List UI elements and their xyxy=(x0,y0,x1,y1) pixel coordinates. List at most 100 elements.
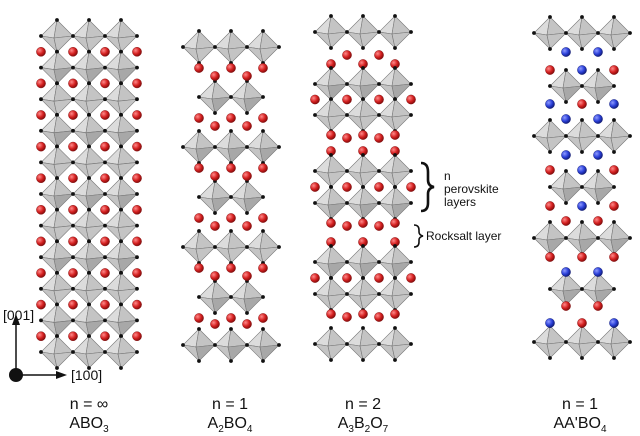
a-cation xyxy=(390,130,400,140)
oxygen-atom xyxy=(119,81,123,86)
oxygen-atom xyxy=(361,244,365,248)
a-cation xyxy=(100,110,110,120)
bo6-octahedron xyxy=(198,280,232,314)
oxygen-atom xyxy=(103,350,107,354)
oxygen-atom xyxy=(229,129,233,133)
a-cation xyxy=(358,218,368,228)
bo6-octahedron xyxy=(533,325,567,359)
oxygen-atom xyxy=(329,276,333,280)
oxygen-atom xyxy=(612,47,616,51)
bo6-octahedron xyxy=(314,327,348,361)
oxygen-atom xyxy=(548,47,552,51)
oxygen-atom xyxy=(213,145,217,149)
oxygen-atom xyxy=(564,201,568,205)
oxygen-atom xyxy=(409,342,413,346)
oxygen-atom xyxy=(71,286,75,291)
oxygen-atom xyxy=(39,128,43,133)
bo6-octahedron xyxy=(104,19,138,53)
bo6-octahedron xyxy=(72,145,106,180)
bo6-octahedron xyxy=(182,328,216,362)
oxygen-atom xyxy=(564,68,568,72)
oxygen-atom xyxy=(55,176,59,180)
bo6-octahedron xyxy=(314,98,348,132)
oxygen-atom xyxy=(55,144,59,149)
a-cation xyxy=(100,268,110,278)
oxygen-atom xyxy=(564,134,568,138)
oxygen-atom xyxy=(548,150,552,154)
a-cation xyxy=(342,94,352,105)
perovskite-label-line2: perovskite xyxy=(444,182,499,196)
a-cation xyxy=(374,182,384,192)
n-label-aabo4: n = 1 xyxy=(562,396,598,413)
oxygen-atom xyxy=(119,302,123,307)
a-cation xyxy=(194,213,204,223)
bo6-octahedron xyxy=(549,170,583,204)
oxygen-atom xyxy=(409,260,413,264)
bo6-octahedron xyxy=(104,271,138,306)
oxygen-atom xyxy=(313,292,317,296)
oxygen-atom xyxy=(361,185,365,189)
a-prime-cation xyxy=(545,318,555,328)
oxygen-atom xyxy=(39,34,43,38)
oxygen-atom xyxy=(393,244,397,248)
oxygen-atom xyxy=(197,95,201,99)
bo6-octahedron xyxy=(230,180,264,214)
oxygen-atom xyxy=(87,18,91,22)
oxygen-atom xyxy=(409,113,413,117)
bo6-octahedron xyxy=(378,186,412,220)
a-cation xyxy=(577,318,587,328)
oxygen-atom xyxy=(596,236,600,240)
a-cation xyxy=(68,204,78,215)
a-prime-cation xyxy=(609,99,619,109)
a-cation xyxy=(36,268,46,278)
oxygen-atom xyxy=(135,350,139,354)
a-prime-cation xyxy=(561,150,571,160)
a-cation xyxy=(132,204,142,215)
a-cation xyxy=(226,213,236,223)
a-prime-cation xyxy=(593,114,603,124)
axes-origin-dot xyxy=(9,368,23,382)
oxygen-atom xyxy=(612,15,616,19)
a-prime-cation xyxy=(593,47,603,57)
a-cation xyxy=(609,201,619,211)
oxygen-atom xyxy=(345,113,349,117)
bo6-octahedron xyxy=(198,80,232,114)
oxygen-atom xyxy=(548,15,552,19)
bo6-octahedron xyxy=(40,19,74,53)
oxygen-atom xyxy=(71,350,75,354)
oxygen-atom xyxy=(229,29,233,33)
oxygen-atom xyxy=(55,302,59,307)
oxygen-atom xyxy=(313,113,317,117)
bo6-octahedron xyxy=(314,277,348,311)
bo6-octahedron xyxy=(378,154,412,188)
oxygen-atom xyxy=(628,236,632,240)
oxygen-atom xyxy=(103,128,107,133)
a-cation xyxy=(390,218,400,228)
oxygen-atom xyxy=(345,169,349,173)
a-cation xyxy=(374,273,384,283)
oxygen-atom xyxy=(409,292,413,296)
bo6-octahedron xyxy=(346,277,380,311)
oxygen-atom xyxy=(55,81,59,86)
a-cation xyxy=(210,319,220,329)
axis-label-001: [001] xyxy=(3,307,34,323)
bo6-octahedron xyxy=(104,303,138,338)
bo6-octahedron xyxy=(40,271,74,306)
a-cation xyxy=(406,182,416,192)
a-cation xyxy=(36,236,46,247)
a-cation xyxy=(326,218,336,228)
oxygen-atom xyxy=(55,239,59,244)
oxygen-atom xyxy=(532,31,536,35)
oxygen-atom xyxy=(361,66,365,70)
oxygen-atom xyxy=(393,276,397,280)
a-cation xyxy=(210,121,220,131)
oxygen-atom xyxy=(564,31,568,35)
bo6-octahedron xyxy=(346,186,380,220)
oxygen-atom xyxy=(103,34,107,38)
oxygen-atom xyxy=(377,342,381,346)
bo6-octahedron xyxy=(533,119,567,153)
oxygen-atom xyxy=(313,342,317,346)
rocksalt-layer-annotation: Rocksalt layer xyxy=(413,224,501,248)
n-label-abo3: n = ∞ xyxy=(70,396,109,413)
a-cation xyxy=(390,309,400,319)
